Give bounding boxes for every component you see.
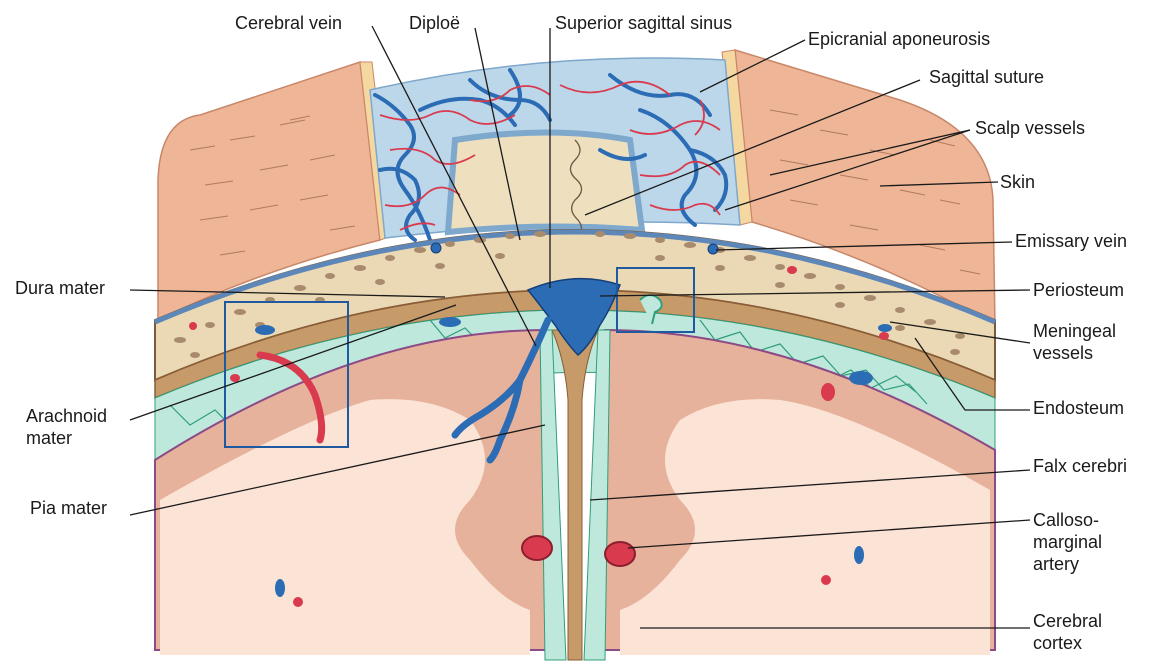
label-emissary-vein: Emissary vein — [1015, 231, 1128, 251]
superior-sagittal-sinus — [526, 277, 621, 357]
meningeal-vein-left — [439, 317, 461, 327]
meningeal-artery-left — [230, 374, 240, 382]
deep-vein-left — [275, 579, 285, 597]
label-pia-mater: Pia mater — [30, 498, 108, 518]
callosomarginal-artery-right — [604, 541, 636, 567]
label-dura-mater: Dura mater — [15, 278, 106, 298]
label-superior-sagittal-sinus: Superior sagittal sinus — [555, 13, 733, 33]
periosteum-line — [154, 229, 996, 325]
label-sagittal-suture: Sagittal suture — [929, 67, 1045, 87]
falx-cerebri — [551, 329, 599, 661]
left-white-matter — [160, 399, 530, 655]
emissary-vein-left — [430, 242, 442, 254]
label-scalp-vessels: Scalp vessels — [975, 118, 1086, 138]
label-periosteum: Periosteum — [1033, 280, 1125, 300]
scalp-artery-left — [189, 322, 197, 330]
emissary-vein-right — [707, 243, 719, 255]
suture-plate — [444, 129, 646, 236]
scalp-arteries — [379, 80, 721, 231]
inset-left-vein — [255, 325, 275, 335]
deep-vein-right — [854, 546, 864, 564]
meningeal-vein-right — [878, 324, 892, 332]
inset-frame-left — [224, 301, 349, 448]
deep-artery-right — [821, 575, 831, 585]
skin-hair-texture — [189, 109, 981, 275]
inset-frame-right — [616, 267, 695, 333]
bone-artery-right — [787, 266, 797, 274]
label-epicranial-aponeurosis: Epicranial aponeurosis — [808, 29, 991, 49]
cortical-vein — [849, 371, 873, 385]
meningeal-artery-right — [879, 332, 889, 340]
inset-left-vessel — [256, 351, 326, 444]
label-falx-cerebri: Falx cerebri — [1033, 456, 1128, 476]
label-skin: Skin — [1000, 172, 1036, 192]
cerebral-vein-vessel — [451, 316, 552, 464]
label-diploe: Diploë — [409, 13, 461, 33]
leader-lines — [129, 25, 1031, 629]
callosomarginal-artery-left — [521, 535, 553, 561]
deep-artery-left — [293, 597, 303, 607]
cortical-artery — [821, 383, 835, 401]
label-cerebral-vein: Cerebral vein — [235, 13, 343, 33]
label-endosteum: Endosteum — [1033, 398, 1125, 418]
skin-left — [157, 60, 381, 322]
right-white-matter — [620, 399, 990, 655]
